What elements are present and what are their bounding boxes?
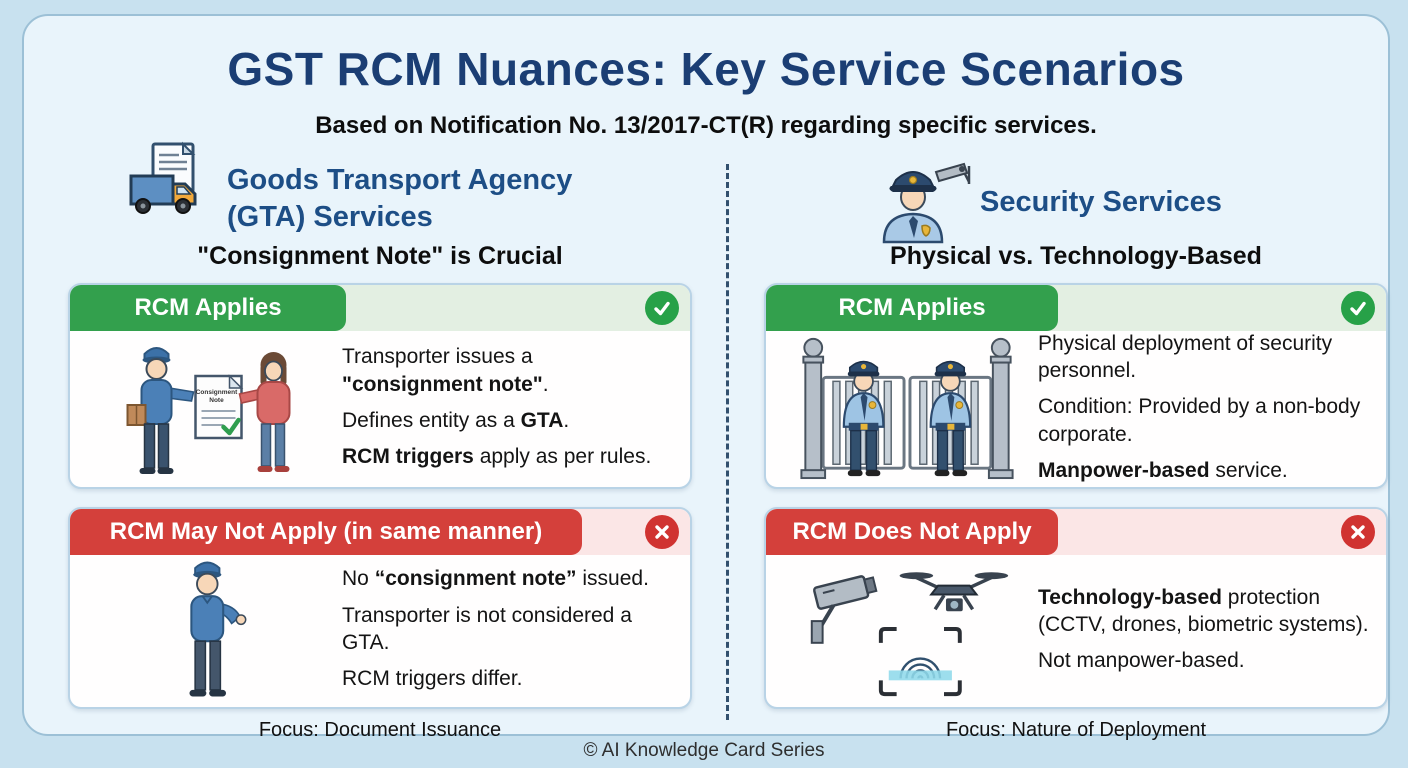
card-title-tab: RCM Does Not Apply [766,509,1058,555]
copyright-line: © AI Knowledge Card Series [583,740,825,761]
card-title-tab: RCM Applies [766,285,1058,331]
card-title: RCM May Not Apply (in same manner) [109,518,543,545]
cross-icon [1341,515,1375,549]
card-text: Technology-based protection (CCTV, drone… [1038,575,1378,684]
fingerprint-icon [878,627,962,697]
card-security-rcm-applies: RCM Applies [764,283,1388,489]
card-line: Condition: Provided by a non-body corpor… [1038,395,1361,446]
card-text: No “consignment note” issued. Transporte… [342,556,682,701]
security-guard-icon [878,156,972,249]
card-header: RCM May Not Apply (in same manner) [70,509,690,555]
page-subtitle: Based on Notification No. 13/2017-CT(R) … [315,112,1097,139]
card-text: Physical deployment of security personne… [1038,321,1378,487]
card-line: RCM triggers apply as per rules. [342,445,652,469]
card-security-rcm-not-apply: RCM Does Not Apply [764,507,1388,709]
page-title: GST RCM Nuances: Key Service Scenarios [227,43,1185,95]
svg-text:Consignment: Consignment [195,389,237,396]
card-line: Physical deployment of security personne… [1038,331,1333,383]
card-header: RCM Applies [766,285,1386,331]
card-line: No “consignment note” issued. [342,567,649,591]
card-header: RCM Does Not Apply [766,509,1386,555]
handoff-illustration: Consignment Note [80,332,342,482]
card-line: RCM triggers differ. [342,667,523,691]
gate-guards-illustration [776,332,1038,482]
card-line: Manpower-based service. [1038,458,1288,482]
card-title: RCM Applies [838,294,986,321]
card-header: RCM Applies [70,285,690,331]
svg-text:Note: Note [209,397,224,404]
main-panel: GST RCM Nuances: Key Service Scenarios B… [22,14,1390,741]
column-divider [726,164,729,720]
security-focus-label: Focus: Nature of Deployment [945,719,1207,741]
gta-column-heading: Goods Transport Agency (GTA) Services [227,164,573,234]
gta-focus-label: Focus: Document Issuance [258,719,502,741]
cross-icon [645,515,679,549]
drone-icon [899,572,1009,612]
card-title: RCM Applies [134,294,282,321]
check-icon [645,291,679,325]
card-title: RCM Does Not Apply [792,518,1032,545]
card-title-tab: RCM May Not Apply (in same manner) [70,509,582,555]
card-line: Technology-based protection (CCTV, drone… [1038,585,1369,636]
cctv-camera-icon [813,575,878,610]
truck-document-icon [127,140,211,229]
card-title-tab: RCM Applies [70,285,346,331]
card-line: Not manpower-based. [1038,649,1245,673]
card-gta-rcm-applies: RCM Applies [68,283,692,489]
tech-icons-illustration [776,554,1038,704]
card-line: Transporter is not considered a GTA. [342,603,632,654]
card-text: Transporter issues a "consignment note".… [342,334,682,479]
transporter-illustration [80,555,342,703]
check-icon [1341,291,1375,325]
gta-column-subheading: "Consignment Note" is Crucial [197,242,563,270]
card-line: Transporter issues a "consignment note". [342,345,549,396]
security-column-subheading: Physical vs. Technology-Based [890,242,1262,270]
security-column-heading: Security Services [980,186,1222,218]
card-line: Defines entity as a GTA. [342,409,570,432]
card-gta-rcm-not-apply: RCM May Not Apply (in same manner) [68,507,692,709]
